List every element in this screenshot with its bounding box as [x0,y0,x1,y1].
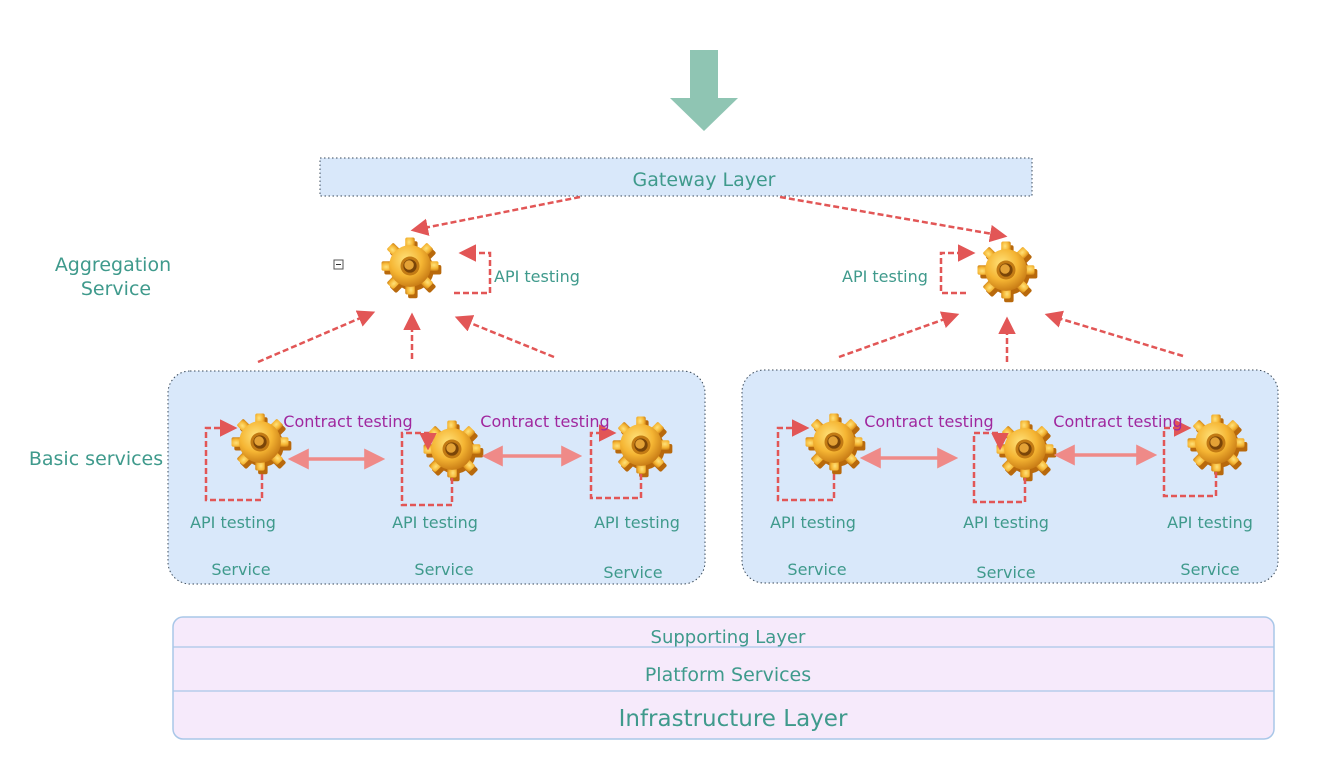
basic-to-agg-left-arrow-3 [454,315,555,359]
service-name-label: Service [211,560,270,579]
agg-left-api-label: API testing [494,267,580,286]
contract-testing-label: Contract testing [283,412,412,431]
aggregation-service-label-line1: Aggregation [55,254,171,276]
service-node: API testing Service [392,420,484,579]
collapse-icon[interactable] [333,259,344,270]
service-name-label: Service [603,563,662,582]
contract-testing-label: Contract testing [864,412,993,431]
service-api-label: API testing [963,513,1049,532]
service-api-label: API testing [190,513,276,532]
gear-icon [977,241,1038,303]
service-api-label: API testing [594,513,680,532]
service-api-label: API testing [770,513,856,532]
service-node: API testing Service [589,416,680,582]
service-api-loop [776,419,836,502]
supporting-layer-label: Supporting Layer [651,627,806,648]
agg-right-api-label: API testing [842,267,928,286]
service-api-loop [1162,419,1218,498]
gateway-to-agg-right-arrow [779,195,1008,243]
basic-to-agg-right-arrow-3 [1044,310,1184,358]
service-name-label: Service [1180,560,1239,579]
infrastructure-layer-label: Infrastructure Layer [619,706,848,732]
service-api-label: API testing [1167,513,1253,532]
gear-icon [381,237,442,299]
service-node: API testing Service [1162,414,1253,579]
basic-to-agg-left-arrow-1 [257,310,376,364]
service-api-loop [400,431,454,507]
basic-services-group-left: API testing Service API testing Service … [167,370,706,585]
aggregation-service-label-line2: Service [81,278,151,300]
service-node: API testing Service [770,413,866,579]
agg-left-api-loop [454,244,492,295]
platform-services-label: Platform Services [645,664,811,686]
gateway-to-agg-left-arrow [410,195,581,236]
bottom-layers: Supporting Layer Platform Services Infra… [172,616,1275,740]
service-name-label: Service [976,563,1035,582]
service-api-loop [204,419,264,502]
service-api-label: API testing [392,513,478,532]
basic-services-group-right: API testing Service API testing Service … [741,369,1279,584]
aggregation-service-label: Aggregation Service [55,254,177,300]
agg-right-api-loop [939,244,976,295]
service-api-loop [972,431,1027,504]
service-node: API testing Service [190,413,292,579]
contract-testing-label: Contract testing [1053,412,1182,431]
aggregation-node-right: API testing [842,241,1038,303]
contract-testing-label: Contract testing [480,412,609,431]
aggregation-node-left: API testing [381,237,580,299]
service-node: API testing Service [963,420,1057,582]
gateway-layer-label: Gateway Layer [633,169,776,191]
service-api-loop [589,424,643,500]
gateway-layer-box [319,157,1033,197]
service-name-label: Service [787,560,846,579]
basic-to-agg-right-arrow-1 [838,311,960,359]
down-arrow-icon [670,50,738,131]
basic-services-label: Basic services [29,448,163,470]
service-name-label: Service [414,560,473,579]
